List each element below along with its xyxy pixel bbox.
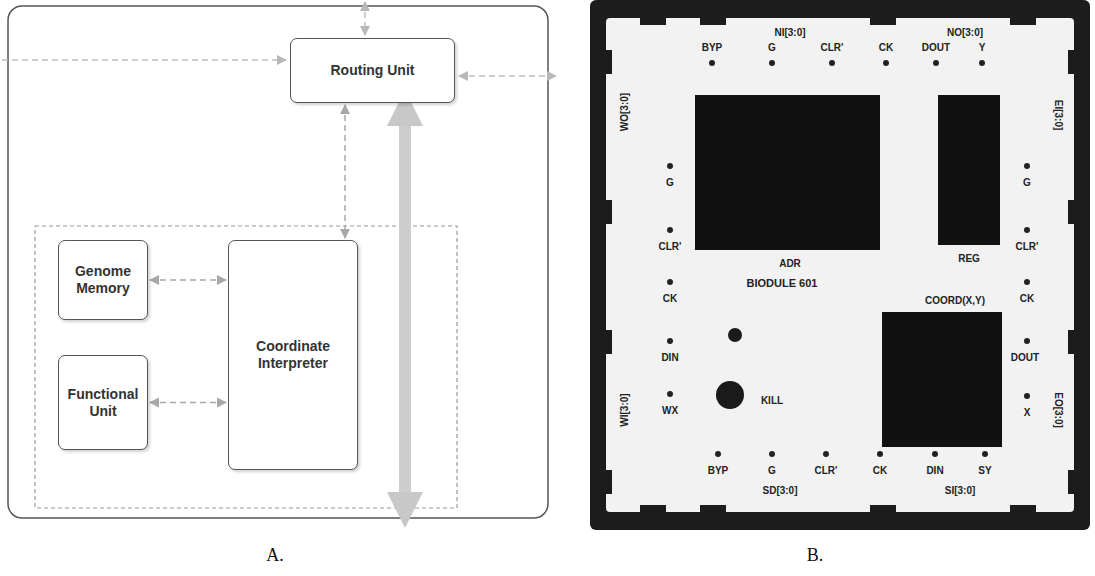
pin-label: CK [663, 293, 677, 304]
pin-label: CLR' [1016, 241, 1039, 252]
memory-box: Genome Memory [58, 240, 148, 320]
pin-label: X [1024, 407, 1031, 418]
pin-label: BYP [708, 465, 729, 476]
led-dots [667, 60, 1030, 457]
pin-label: BIODULE 601 [747, 277, 818, 289]
dashed-connector [150, 402, 226, 404]
pin-label: NI[3:0] [774, 27, 805, 38]
routing-unit-box: Routing Unit [290, 38, 455, 103]
pin-label: WO[3:0] [619, 93, 630, 131]
pin-label: DIN [926, 465, 943, 476]
panel-letter: B. [807, 546, 824, 566]
dashed-connector [150, 279, 226, 281]
interpreter-box: Coordinate Interpreter [228, 240, 358, 470]
connector-tabs [606, 18, 1074, 512]
east-arrow [459, 75, 556, 77]
pin-label: COORD(X,Y) [925, 295, 985, 306]
box-label: Genome Memory [65, 263, 141, 297]
panel-letter: A. [266, 546, 284, 566]
pin-label: G [666, 177, 674, 188]
pin-label: KILL [761, 395, 783, 406]
pin-label: EI[3:0] [1053, 100, 1064, 131]
core-group-outline [35, 226, 457, 508]
pin-label: CLR' [659, 241, 682, 252]
box-label: Coordinate Interpreter [235, 338, 351, 372]
pin-label: DIN [661, 352, 678, 363]
faceplate [606, 18, 1074, 512]
pin-label: G [1023, 177, 1031, 188]
pin-label: CK [873, 465, 887, 476]
dashed-connector [344, 105, 346, 238]
coordinate-display [882, 312, 1002, 447]
pin-label: WX [662, 405, 678, 416]
pin-label: WI[3:0] [619, 393, 630, 426]
pin-label: Y [979, 42, 986, 53]
pin-label: CLR' [815, 465, 838, 476]
functional-box: Functional Unit [58, 355, 148, 450]
box-label: Functional Unit [65, 386, 141, 420]
kill-button [716, 381, 744, 409]
reset-button [728, 328, 742, 342]
pin-label: SY [978, 465, 991, 476]
address-display [695, 95, 880, 250]
pin-label: BYP [702, 42, 723, 53]
pin-label: NO[3:0] [947, 27, 983, 38]
pin-label: DOUT [1011, 352, 1039, 363]
pin-label: ADR [779, 258, 801, 269]
pin-label: CK [1020, 293, 1034, 304]
pin-label: SD[3:0] [762, 485, 797, 496]
pin-label: G [768, 42, 776, 53]
pin-label: DOUT [922, 42, 950, 53]
input-arrow [2, 59, 286, 61]
cell-outline [8, 6, 548, 518]
north-arrow [364, 2, 366, 35]
pin-label: REG [958, 253, 980, 264]
box-label: Routing Unit [331, 62, 415, 79]
pin-label: SI[3:0] [945, 485, 976, 496]
bus-arrow [399, 108, 411, 510]
pin-label: CK [879, 42, 893, 53]
register-display [938, 95, 1000, 245]
pin-label: EO[3:0] [1053, 392, 1064, 428]
pin-label: G [768, 465, 776, 476]
module-frame [590, 0, 1090, 530]
pin-label: CLR' [821, 42, 844, 53]
